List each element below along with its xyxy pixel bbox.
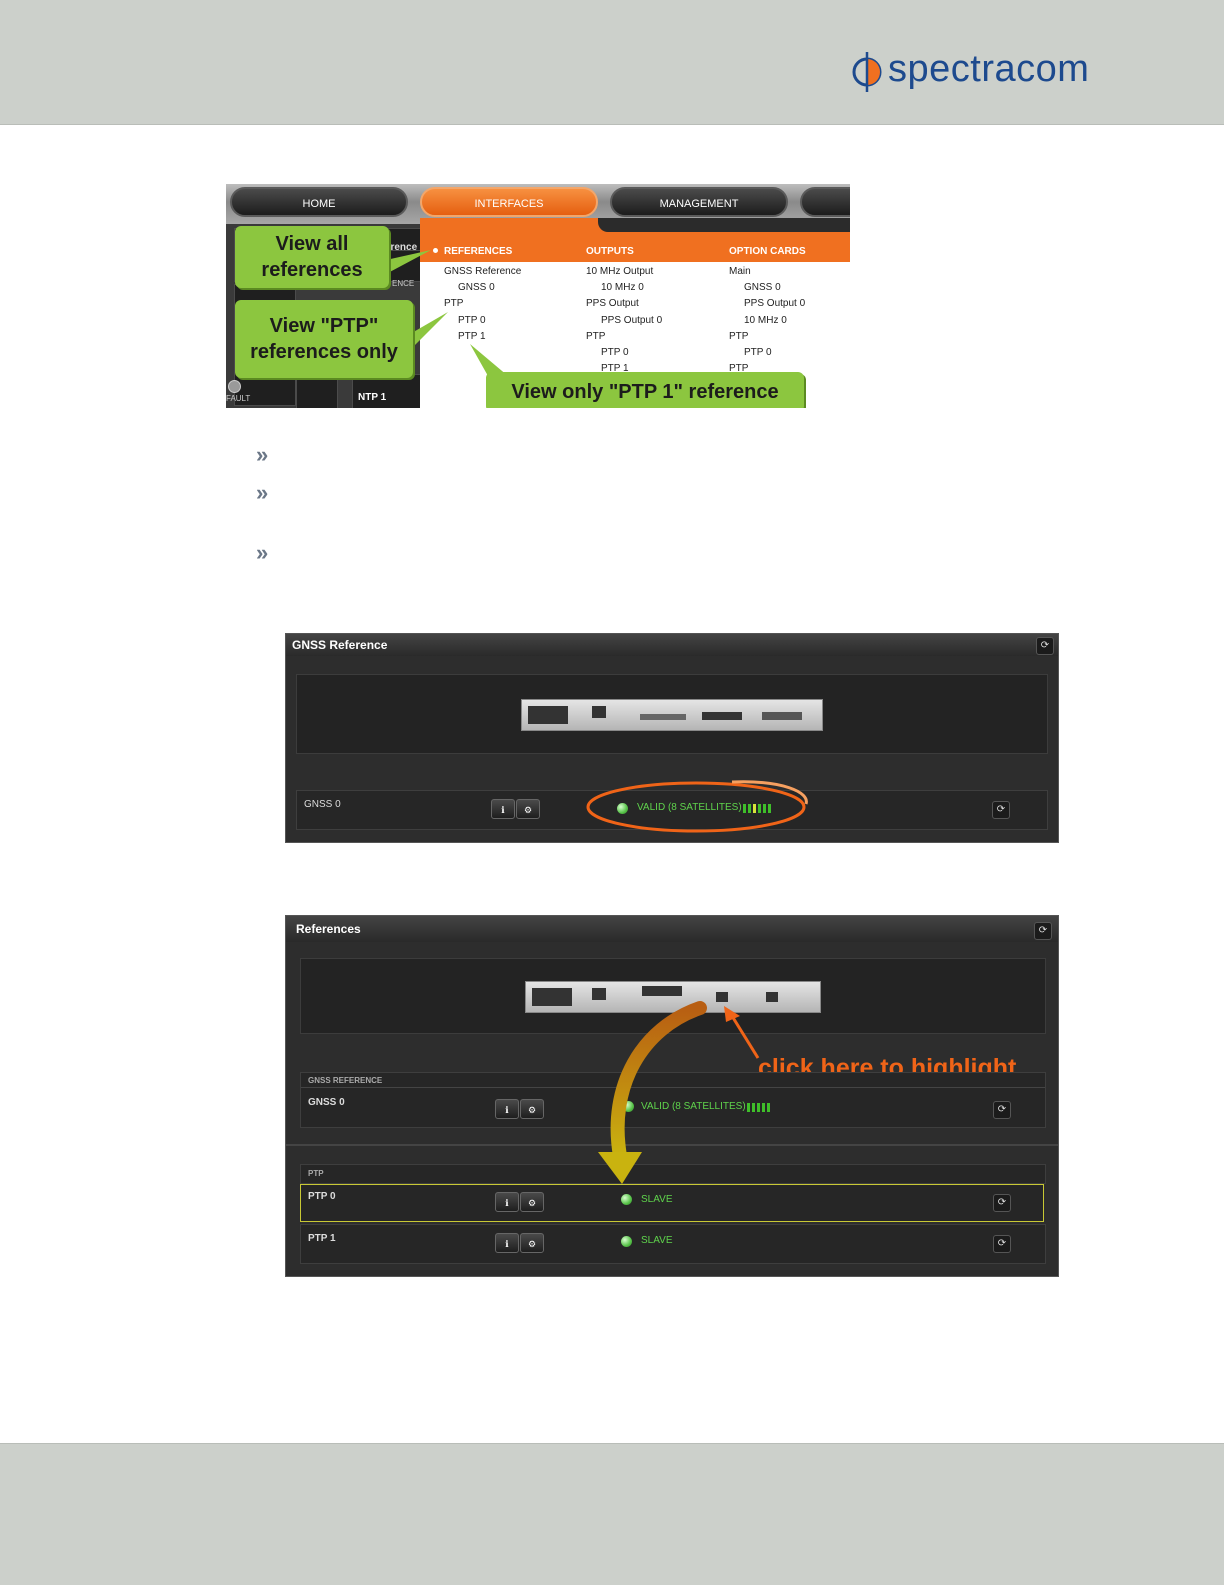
- ptp-port-highlight[interactable]: [716, 992, 728, 1002]
- refresh-icon[interactable]: ⟳: [993, 1235, 1011, 1253]
- table-row: GNSS 0 ℹ ⚙ VALID (8 SATELLITES) ⟳: [296, 790, 1048, 830]
- page-header: spectracom: [0, 0, 1224, 125]
- menu-item[interactable]: PTP 1: [458, 331, 486, 342]
- submenu-header: [420, 240, 850, 262]
- device-rear-panel-image[interactable]: [521, 699, 823, 731]
- status-text: SLAVE: [641, 1235, 673, 1246]
- device-image-area: [296, 674, 1048, 754]
- status-led-icon: [621, 1236, 632, 1247]
- menu-item[interactable]: PTP 1: [601, 363, 629, 374]
- refresh-icon[interactable]: ⟳: [993, 1194, 1011, 1212]
- partial-label: ENCE: [392, 279, 415, 288]
- row-label: PTP 0: [308, 1191, 336, 1202]
- device-rear-panel-image[interactable]: [525, 981, 821, 1013]
- references-panel: References ⟳ click here to highlight GNS…: [285, 915, 1059, 1277]
- callout-view-ptp1: View only "PTP 1" reference: [486, 372, 804, 408]
- menu-item[interactable]: 10 MHz 0: [601, 282, 644, 293]
- settings-button[interactable]: ⚙: [516, 799, 540, 819]
- ptp-section-header: PTP: [300, 1164, 1046, 1184]
- info-button[interactable]: ℹ: [495, 1233, 519, 1253]
- nav-home-button[interactable]: HOME: [230, 187, 408, 217]
- settings-button[interactable]: ⚙: [520, 1192, 544, 1212]
- nav-interfaces-button[interactable]: INTERFACES: [420, 187, 598, 217]
- table-row: PTP 1 ℹ ⚙ SLAVE ⟳: [300, 1224, 1046, 1264]
- menu-item[interactable]: PTP: [729, 363, 749, 374]
- refresh-icon[interactable]: ⟳: [1034, 922, 1052, 940]
- menu-item[interactable]: PTP 0: [601, 347, 629, 358]
- nav-next-button[interactable]: [800, 187, 850, 217]
- nav-bar: HOME INTERFACES MANAGEMENT: [226, 184, 850, 224]
- panel-title: GNSS Reference: [286, 634, 1058, 656]
- refresh-icon[interactable]: ⟳: [992, 801, 1010, 819]
- callout-view-ptp: View "PTP" references only: [235, 300, 413, 378]
- menu-item[interactable]: PPS Output 0: [601, 315, 663, 326]
- menu-item[interactable]: PTP: [586, 331, 606, 342]
- fault-led-icon: [228, 380, 241, 393]
- menu-item[interactable]: GNSS 0: [458, 282, 495, 293]
- status-led-icon: [623, 1101, 634, 1112]
- refresh-icon[interactable]: ⟳: [993, 1101, 1011, 1119]
- section-references[interactable]: REFERENCES: [444, 246, 513, 257]
- panel-title: References: [286, 916, 1058, 942]
- menu-item[interactable]: PPS Output 0: [744, 298, 806, 309]
- table-row[interactable]: PTP 0 ℹ ⚙ SLAVE ⟳: [300, 1184, 1044, 1222]
- info-button[interactable]: ℹ: [491, 799, 515, 819]
- refresh-icon[interactable]: ⟳: [1036, 637, 1054, 655]
- menu-item[interactable]: PTP: [444, 298, 464, 309]
- row-label: GNSS 0: [308, 1097, 345, 1108]
- status-text: VALID (8 SATELLITES): [637, 802, 742, 813]
- menu-item[interactable]: GNSS Reference: [444, 266, 522, 277]
- settings-button[interactable]: ⚙: [520, 1099, 544, 1119]
- callout-pointers: [386, 250, 508, 376]
- annotation-arrows: [598, 1001, 760, 1184]
- bullet-marker: »: [256, 540, 269, 565]
- status-led-icon: [617, 803, 628, 814]
- interfaces-menu-screenshot: HOME INTERFACES MANAGEMENT eference St E…: [226, 184, 850, 408]
- fault-label: FAULT: [226, 394, 251, 403]
- spectracom-logo: spectracom: [852, 48, 1122, 96]
- highlight-ellipse: [586, 780, 808, 833]
- logo-mark-icon: [852, 52, 882, 92]
- status-text: VALID (8 SATELLITES): [641, 1101, 746, 1112]
- gnss-reference-section: GNSS REFERENCE GNSS 0 ℹ ⚙ VALID (8 SATEL…: [300, 1072, 1046, 1128]
- menu-item[interactable]: PTP 0: [458, 315, 486, 326]
- status-text: SLAVE: [641, 1194, 673, 1205]
- info-button[interactable]: ℹ: [495, 1192, 519, 1212]
- status-led-icon: [621, 1194, 632, 1205]
- ntp-label: NTP 1: [358, 392, 387, 403]
- logo-text: spectracom: [888, 48, 1090, 90]
- section-label: GNSS REFERENCE: [308, 1076, 383, 1085]
- menu-item[interactable]: Main: [729, 266, 751, 277]
- menu-item[interactable]: 10 MHz Output: [586, 266, 654, 277]
- page-footer: [0, 1443, 1224, 1585]
- section-option-cards[interactable]: OPTION CARDS: [729, 246, 806, 257]
- settings-button[interactable]: ⚙: [520, 1233, 544, 1253]
- menu-item[interactable]: GNSS 0: [744, 282, 781, 293]
- row-label: GNSS 0: [304, 799, 341, 810]
- nav-management-button[interactable]: MANAGEMENT: [610, 187, 788, 217]
- info-button[interactable]: ℹ: [495, 1099, 519, 1119]
- bullet-marker: »: [256, 442, 269, 467]
- bullet-icon: [433, 248, 438, 253]
- gnss-reference-panel: GNSS Reference ⟳ GNSS 0 ℹ ⚙ VALID (8 SAT…: [285, 633, 1059, 843]
- row-label: PTP 1: [308, 1233, 336, 1244]
- menu-item[interactable]: PPS Output: [586, 298, 639, 309]
- section-outputs[interactable]: OUTPUTS: [586, 246, 634, 257]
- menu-item[interactable]: 10 MHz 0: [744, 315, 787, 326]
- menu-item[interactable]: PTP: [729, 331, 749, 342]
- menu-item[interactable]: PTP 0: [744, 347, 772, 358]
- section-label: PTP: [308, 1169, 324, 1178]
- callout-view-all: View all references: [235, 226, 389, 288]
- bullet-marker: »: [256, 480, 269, 505]
